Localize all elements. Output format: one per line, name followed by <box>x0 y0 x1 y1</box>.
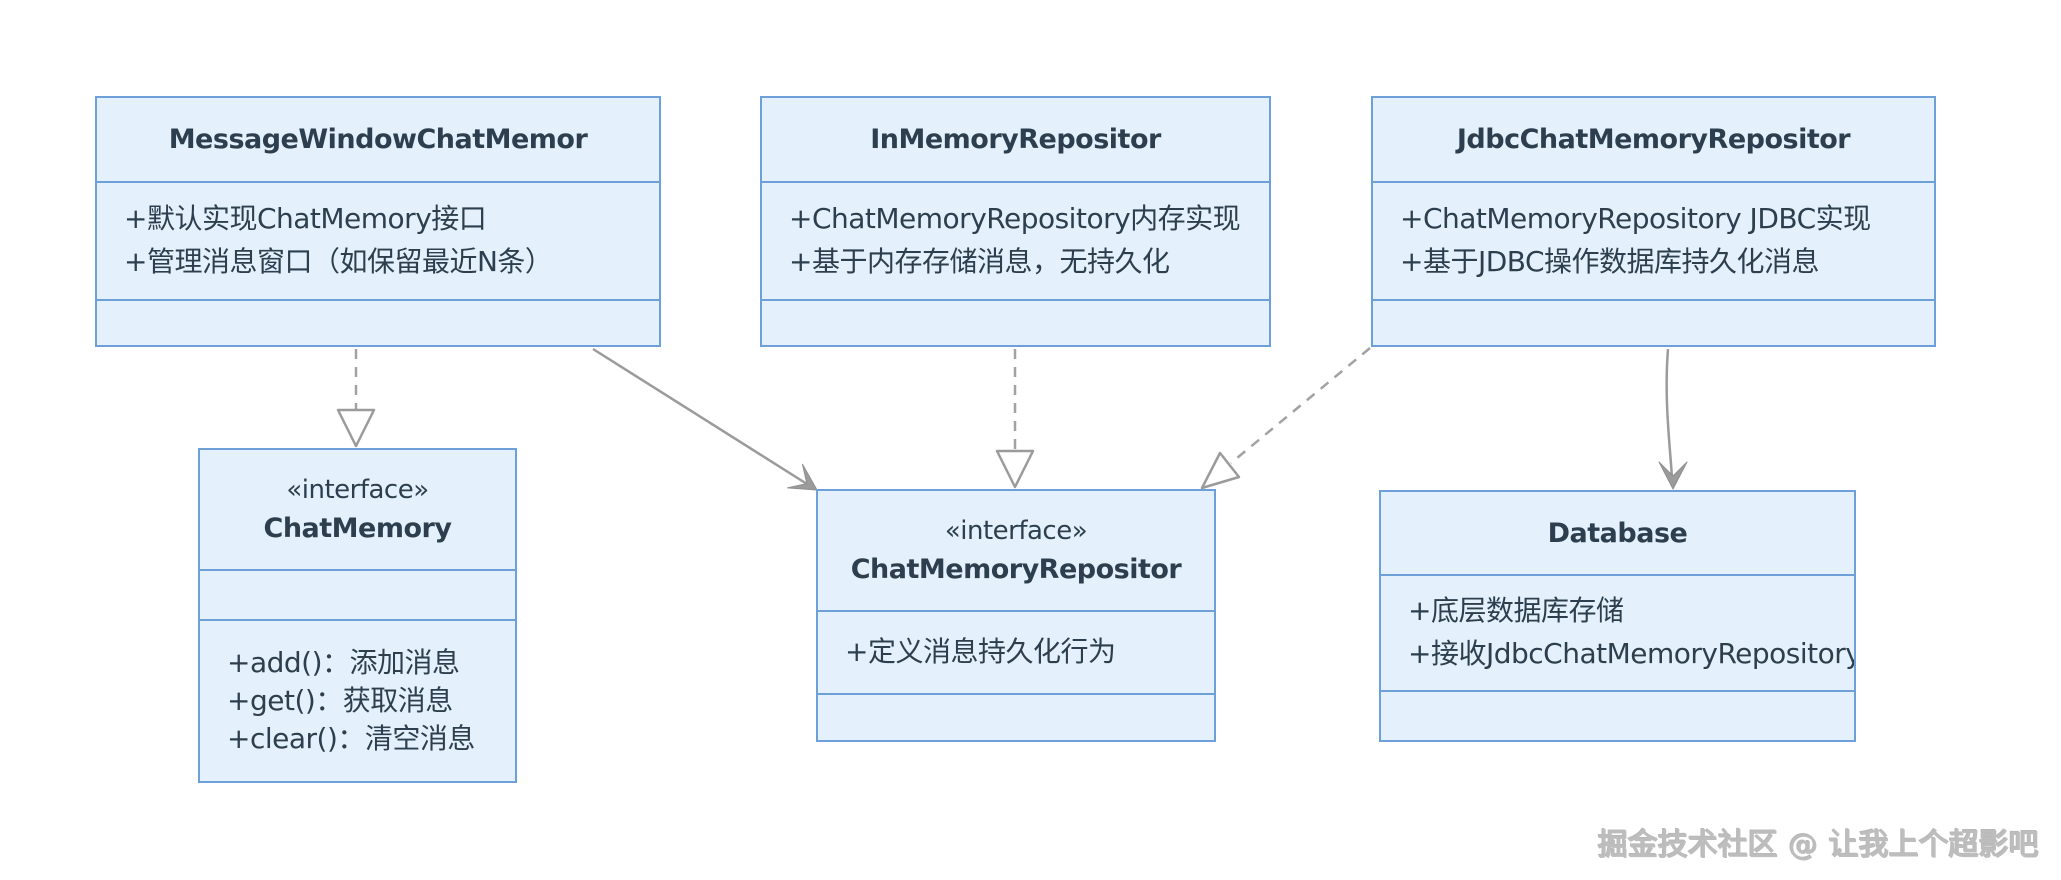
class-attributes-compartment: +定义消息持久化行为 <box>818 610 1214 693</box>
class-title-compartment: InMemoryRepositor <box>762 98 1269 181</box>
solid-line <box>592 347 808 486</box>
class-empty-compartment <box>200 569 515 619</box>
class-attribute: +ChatMemoryRepository JDBC实现 <box>1400 202 1871 236</box>
hollow-triangle-arrowhead-icon <box>1200 451 1241 490</box>
class-empty-compartment <box>1381 690 1854 740</box>
realization-arrow-inmemory-to-chatmemoryrepository <box>995 349 1035 489</box>
interface-box-chat-memory: «interface» ChatMemory +add()：添加消息 +get(… <box>198 448 517 783</box>
class-empty-compartment <box>762 299 1269 345</box>
class-title: Database <box>1547 517 1688 549</box>
class-empty-compartment <box>97 299 659 345</box>
class-attributes-compartment: +默认实现ChatMemory接口 +管理消息窗口（如保留最近N条） <box>97 181 659 299</box>
association-arrow-jdbc-to-database <box>1658 348 1688 490</box>
class-empty-compartment <box>818 693 1214 740</box>
class-title-compartment: Database <box>1381 492 1854 574</box>
realization-arrow-messagewindow-to-chatmemory <box>336 349 376 448</box>
class-attributes-compartment: +ChatMemoryRepository内存实现 +基于内存存储消息，无持久化 <box>762 181 1269 299</box>
watermark-text: 掘金技术社区 @ 让我上个超影吧 <box>1598 828 2039 863</box>
class-box-database: Database +底层数据库存储 +接收JdbcChatMemoryRepos… <box>1379 490 1856 742</box>
interface-stereotype: «interface» <box>944 516 1088 546</box>
class-title-compartment: «interface» ChatMemoryRepositor <box>818 491 1214 610</box>
class-attributes-compartment: +底层数据库存储 +接收JdbcChatMemoryRepository的CRU… <box>1381 574 1854 690</box>
class-method: +get()：获取消息 <box>227 683 453 717</box>
class-attribute: +ChatMemoryRepository内存实现 <box>789 202 1241 236</box>
association-arrow-messagewindow-to-chatmemoryrepository <box>592 347 818 491</box>
class-box-message-window-chat-memory: MessageWindowChatMemor +默认实现ChatMemory接口… <box>95 96 661 347</box>
class-title-compartment: JdbcChatMemoryRepositor <box>1373 98 1934 181</box>
class-methods-compartment: +add()：添加消息 +get()：获取消息 +clear()：清空消息 <box>200 619 515 781</box>
class-method: +add()：添加消息 <box>227 645 460 679</box>
class-title: ChatMemoryRepositor <box>850 554 1182 585</box>
class-attributes-compartment: +ChatMemoryRepository JDBC实现 +基于JDBC操作数据… <box>1373 181 1934 299</box>
class-attribute: +定义消息持久化行为 <box>845 635 1116 669</box>
hollow-triangle-arrowhead-icon <box>995 449 1035 489</box>
interface-box-chat-memory-repository: «interface» ChatMemoryRepositor +定义消息持久化… <box>816 489 1216 742</box>
dashed-line <box>1230 347 1371 464</box>
class-title: InMemoryRepositor <box>870 124 1161 155</box>
class-empty-compartment <box>1373 299 1934 345</box>
open-arrowhead-icon <box>1658 461 1688 490</box>
class-attribute: +接收JdbcChatMemoryRepository的CRUD操作 <box>1408 637 1854 670</box>
hollow-triangle-arrowhead-icon <box>336 408 376 448</box>
open-arrowhead-icon <box>787 463 818 491</box>
class-attribute: +基于内存存储消息，无持久化 <box>789 245 1170 278</box>
class-title: MessageWindowChatMemor <box>168 124 588 155</box>
class-attribute: +默认实现ChatMemory接口 <box>124 202 487 236</box>
class-title-compartment: «interface» ChatMemory <box>200 450 515 569</box>
solid-line <box>1665 348 1674 479</box>
interface-stereotype: «interface» <box>286 475 429 505</box>
class-attribute: +基于JDBC操作数据库持久化消息 <box>1400 245 1820 278</box>
class-attribute: +管理消息窗口（如保留最近N条） <box>124 245 553 278</box>
class-title: JdbcChatMemoryRepositor <box>1456 124 1851 155</box>
class-box-jdbc-chat-memory-repository: JdbcChatMemoryRepositor +ChatMemoryRepos… <box>1371 96 1936 347</box>
realization-arrow-jdbc-to-chatmemoryrepository <box>1200 347 1371 490</box>
class-method: +clear()：清空消息 <box>227 722 475 756</box>
class-title-compartment: MessageWindowChatMemor <box>97 98 659 181</box>
class-box-in-memory-repository: InMemoryRepositor +ChatMemoryRepository内… <box>760 96 1271 347</box>
class-title: ChatMemory <box>263 513 452 544</box>
class-attribute: +底层数据库存储 <box>1408 594 1624 628</box>
